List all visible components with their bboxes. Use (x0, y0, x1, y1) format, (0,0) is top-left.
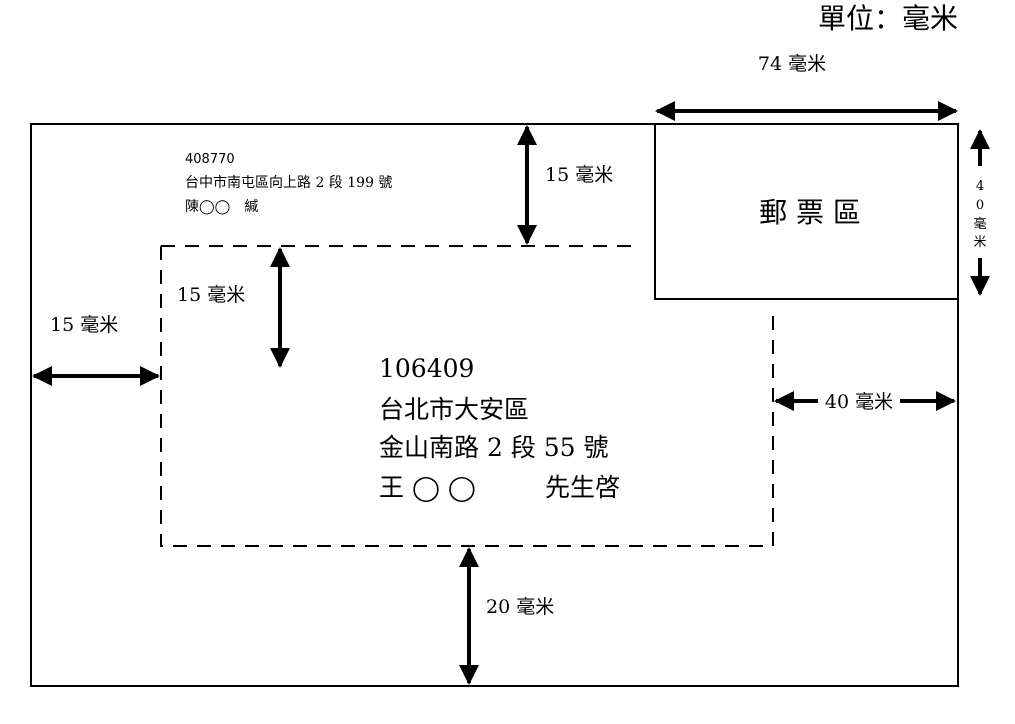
recipient-name: 王 ◯ ◯ (379, 473, 476, 503)
recipient-address-line1: 台北市大安區 (379, 395, 529, 424)
recipient-honorific: 先生啓 (545, 473, 620, 502)
stamp-height-label: 4 0 毫 米 (973, 179, 986, 250)
stamp-area-label: 郵 票 區 (759, 196, 861, 229)
sender-address: 台中市南屯區向上路 2 段 199 號 (185, 174, 392, 191)
sender-gap-label: 15 毫米 (177, 284, 245, 306)
stamp-area-box (654, 123, 959, 300)
stamp-width-label: 74 毫米 (758, 53, 826, 75)
recipient-postcode: 106409 (379, 354, 474, 383)
sender-name: 陳◯◯ 緘 (185, 199, 258, 215)
stamp-height-char: 毫 (973, 216, 986, 232)
stamp-height-char: 米 (973, 235, 986, 250)
envelope-outline (30, 123, 959, 687)
bottom-margin-label: 20 毫米 (486, 596, 554, 618)
left-margin-label: 15 毫米 (50, 314, 118, 336)
unit-label: 單位：毫米 (818, 2, 958, 35)
recipient-area-dashed-border (160, 245, 774, 547)
recipient-address-line2: 金山南路 2 段 55 號 (379, 433, 609, 462)
right-margin-label: 40 毫米 (825, 391, 893, 413)
stamp-height-char: 4 (976, 179, 984, 194)
top-margin-label: 15 毫米 (545, 164, 613, 186)
stamp-height-char: 0 (976, 198, 984, 213)
sender-postcode: 408770 (185, 152, 235, 167)
